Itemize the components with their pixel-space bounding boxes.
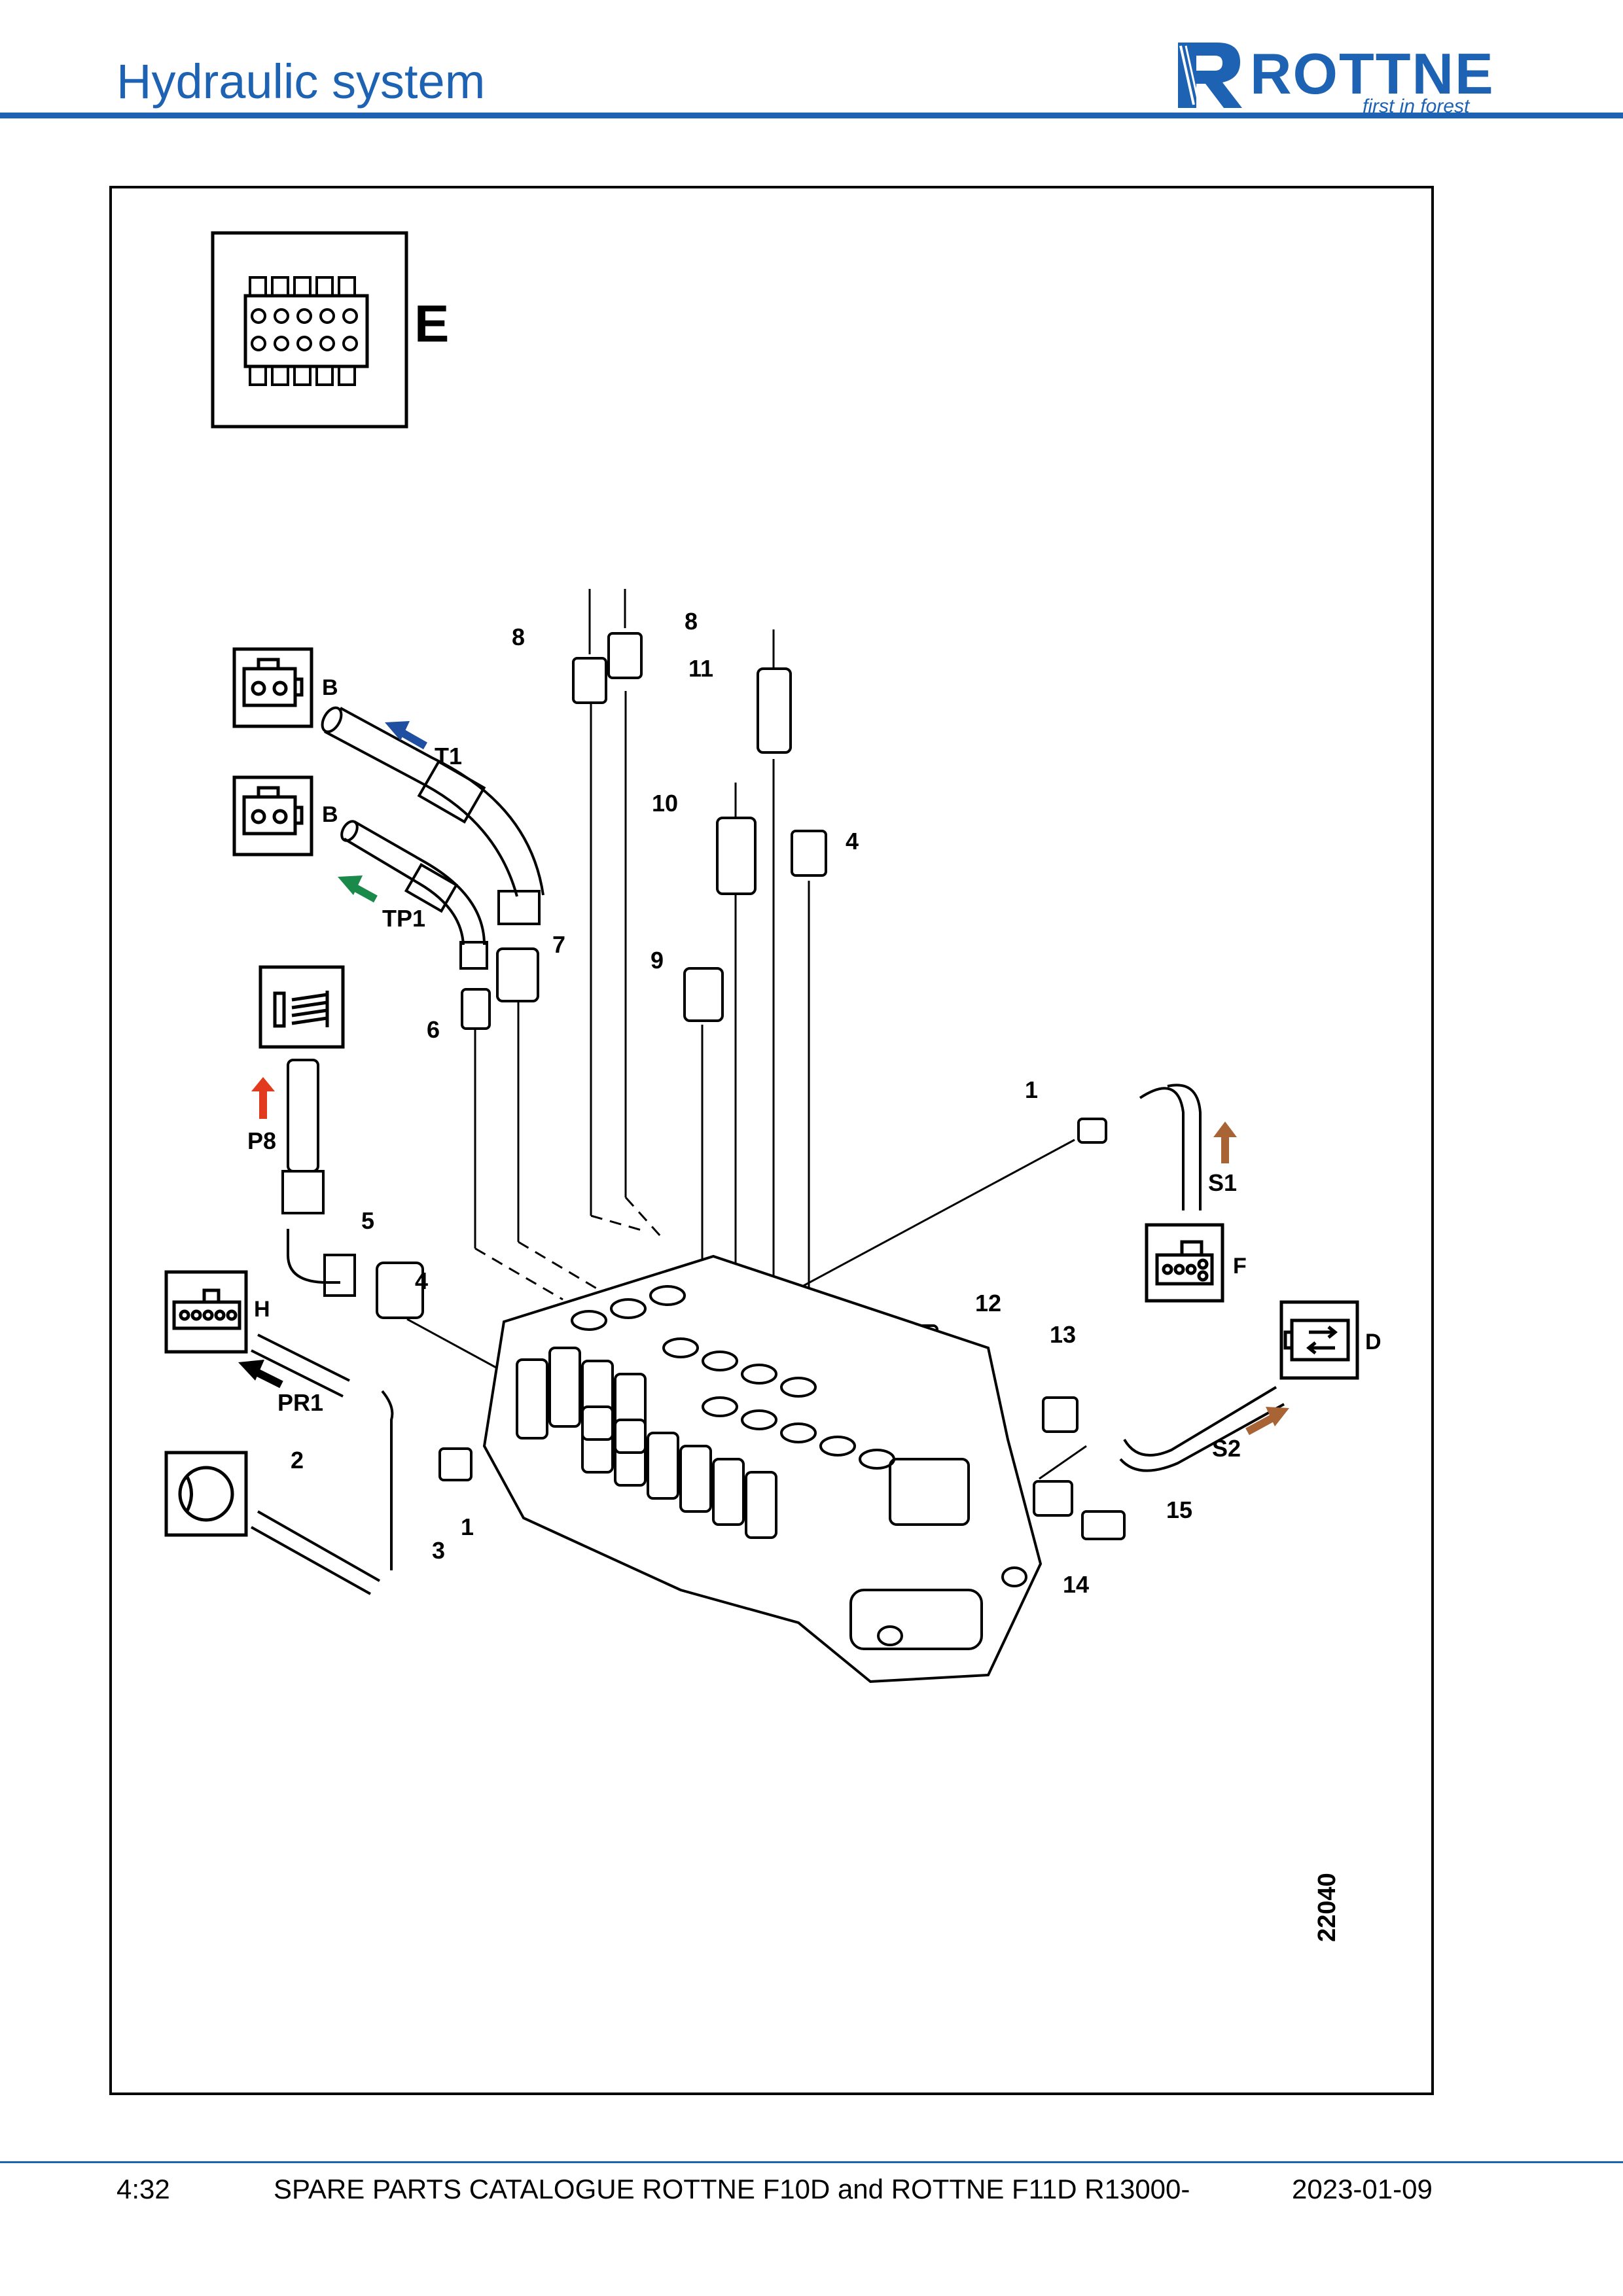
callout-14: 14	[1063, 1571, 1089, 1598]
connector-d-symbol	[1279, 1300, 1359, 1380]
footer-page-number: 4:32	[116, 2174, 170, 2204]
connector-b-symbol-1	[232, 647, 313, 728]
connector-label-f: F	[1233, 1254, 1247, 1279]
connector-label-b-1: B	[322, 675, 338, 700]
arrow-tp1	[338, 875, 378, 903]
callout-1-bottom: 1	[461, 1513, 474, 1540]
page-title: Hydraulic system	[116, 54, 486, 109]
rottne-logo-icon	[1178, 43, 1242, 108]
connector-f-symbol	[1145, 1223, 1224, 1303]
callout-9: 9	[651, 947, 664, 974]
callout-4-mid: 4	[415, 1267, 428, 1294]
hose-tp1	[340, 820, 488, 970]
callout-3: 3	[432, 1537, 445, 1564]
valve-block	[482, 1254, 1043, 1684]
callout-7: 7	[552, 931, 565, 958]
connector-label-e: E	[414, 294, 449, 353]
line-label-p8: P8	[247, 1127, 276, 1154]
callout-8-left: 8	[512, 624, 525, 650]
callout-5: 5	[361, 1207, 374, 1234]
callout-4-top: 4	[846, 828, 859, 855]
arrow-t1	[385, 721, 427, 750]
line-label-s2: S2	[1212, 1435, 1241, 1462]
hose-t1	[321, 706, 544, 925]
solenoid-coil-symbol	[259, 965, 345, 1049]
callout-12: 12	[975, 1290, 1001, 1316]
line-label-pr1: PR1	[277, 1389, 323, 1416]
callout-13: 13	[1050, 1321, 1076, 1348]
diagram-frame	[109, 186, 1434, 2095]
callout-8-right: 8	[685, 608, 698, 635]
callout-1-top: 1	[1025, 1076, 1038, 1103]
line-label-t1: T1	[435, 743, 462, 769]
callout-2: 2	[291, 1447, 304, 1474]
connector-label-h: H	[254, 1297, 270, 1322]
other-hoses	[251, 1059, 1285, 1595]
connector-h-symbol	[164, 1270, 248, 1354]
logo-wordmark: ROTTNE	[1250, 41, 1495, 106]
footer-catalogue-title: SPARE PARTS CATALOGUE ROTTNE F10D and RO…	[274, 2174, 1190, 2204]
callout-6: 6	[427, 1016, 440, 1043]
arrow-p8	[251, 1077, 275, 1119]
footer-divider	[0, 2161, 1623, 2163]
arrow-s1	[1213, 1122, 1237, 1163]
pump-symbol	[164, 1451, 248, 1537]
figure-number: 22040	[1313, 1873, 1341, 1942]
line-label-s1: S1	[1208, 1169, 1237, 1196]
arrow-pr1	[238, 1360, 283, 1388]
dashed-routing	[474, 1196, 662, 1301]
connector-label-d: D	[1365, 1330, 1382, 1354]
footer-date: 2023-01-09	[1292, 2174, 1433, 2204]
connector-e-symbol	[211, 231, 408, 429]
callout-11: 11	[688, 655, 713, 682]
callout-10: 10	[652, 790, 678, 817]
header-divider	[0, 113, 1623, 118]
connector-label-b-2: B	[322, 802, 338, 827]
arrow-s2	[1245, 1407, 1289, 1436]
line-label-tp1: TP1	[382, 905, 425, 932]
connector-b-symbol-2	[232, 775, 313, 857]
callout-15: 15	[1166, 1496, 1192, 1523]
